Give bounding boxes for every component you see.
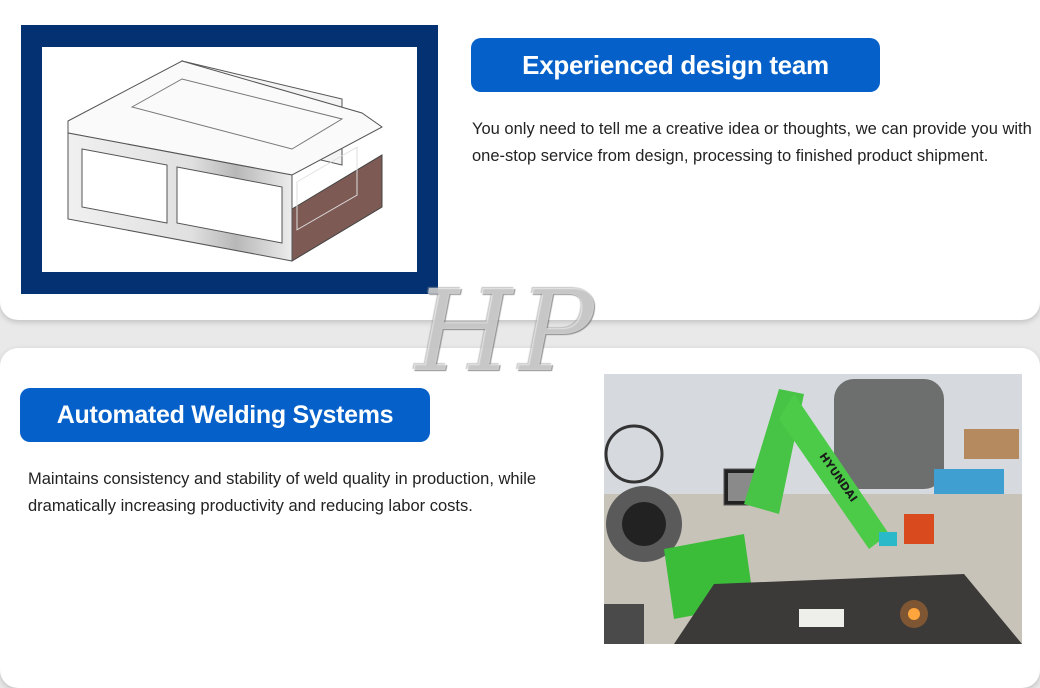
sheet-metal-box-icon [67,60,383,262]
welding-robot-photo: HYUNDAI [604,374,1022,644]
section-description-design-team: You only need to tell me a creative idea… [472,120,1032,165]
section-title-welding: Automated Welding Systems [20,388,430,442]
welding-robot-icon: HYUNDAI [604,374,1022,644]
section-title-design-team: Experienced design team [471,38,880,92]
design-team-card: Experienced design team You only need to… [0,0,1040,320]
product-image-frame [21,25,438,294]
welding-systems-card: Automated Welding Systems Maintains cons… [0,348,1040,688]
enclosure-illustration [42,47,417,272]
section-description-welding: Maintains consistency and stability of w… [28,470,537,515]
